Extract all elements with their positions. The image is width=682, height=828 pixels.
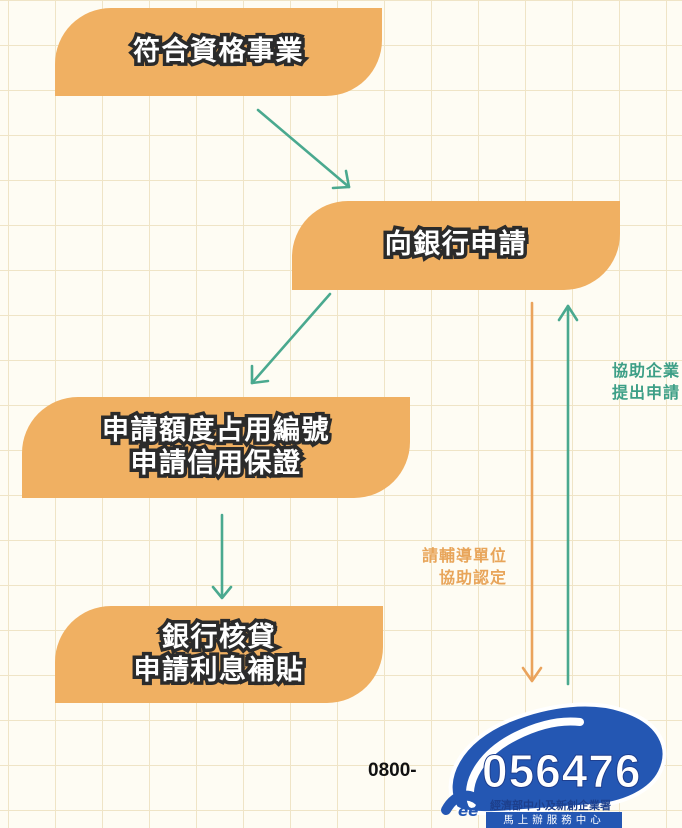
step-bank-approval: 銀行核貸 申請利息補貼: [55, 606, 383, 703]
phone-icon: ee: [441, 702, 667, 820]
step-quota-line1: 申請額度占用編號: [99, 411, 333, 449]
step-apply-bank: 向銀行申請: [292, 201, 620, 290]
step-eligible-business: 符合資格事業: [55, 8, 382, 96]
step-quota-guarantee: 申請額度占用編號 申請信用保證: [22, 397, 410, 498]
note-green-line2: 提出申請: [611, 383, 680, 402]
hotline-number: 056476: [482, 745, 642, 798]
step-apply-bank-label: 向銀行申請: [381, 226, 529, 264]
logo-letters: ee: [458, 802, 478, 820]
step-approval-line1: 銀行核貸: [159, 618, 279, 656]
arrow-bank-to-quota: [250, 292, 332, 385]
step-approval-line2: 申請利息補貼: [130, 651, 307, 689]
hotline-badge: ee 0800- 056476 經濟部中小及新創企業署 馬上辦服務中心: [360, 700, 682, 828]
note-assist-enterprise: 協助企業 提出申請: [612, 360, 680, 404]
note-orange-line2: 協助認定: [438, 568, 507, 587]
step-quota-line2: 申請信用保證: [127, 444, 304, 482]
arrow-orange-down: [521, 301, 543, 683]
arrow-quota-to-approve: [211, 513, 233, 600]
hotline-organization: 經濟部中小及新創企業署: [490, 799, 611, 812]
note-orange-line1: 請輔導單位: [421, 546, 507, 565]
hotline-service-center: 馬上辦服務中心: [486, 812, 622, 828]
note-green-line1: 協助企業: [611, 361, 680, 380]
hotline-prefix: 0800-: [368, 760, 417, 781]
arrow-green-up: [557, 304, 579, 686]
step-eligible-label: 符合資格事業: [130, 32, 307, 70]
note-assist-unit: 請輔導單位 協助認定: [422, 545, 507, 589]
arrow-eligible-to-bank: [256, 108, 351, 190]
